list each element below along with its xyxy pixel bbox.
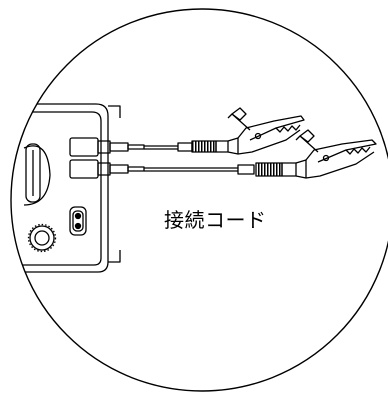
knob-icon	[29, 225, 55, 251]
plug-icon	[69, 206, 87, 236]
alligator-clip-icon	[227, 107, 305, 155]
test-lead-icon	[97, 137, 239, 155]
test-lead-icon	[97, 159, 307, 179]
alligator-clip-icon	[295, 129, 377, 179]
magnifier-circle	[10, 8, 388, 392]
lead-caption: 接続コード	[164, 208, 267, 232]
